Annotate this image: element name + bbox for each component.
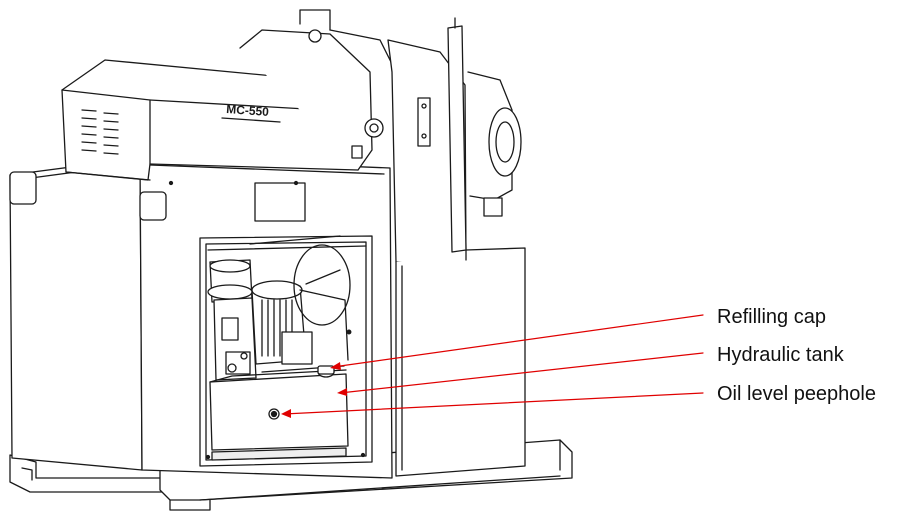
- model-plate: MC-550: [226, 102, 270, 119]
- callout-label-refilling-cap: Refilling cap: [717, 306, 826, 328]
- callout-line-hydraulic-tank: [339, 352, 704, 394]
- top-cover: MC-550: [61, 9, 396, 181]
- right-tower: [351, 17, 526, 477]
- callout-line-refilling-cap: [332, 314, 704, 368]
- callout-line-oil-level-peephole: [283, 392, 704, 415]
- internal-components: [207, 235, 367, 461]
- callout-arrow-refilling-cap: [330, 362, 341, 370]
- callout-label-oil-level-peephole: Oil level peephole: [717, 383, 876, 405]
- callout-arrow-oil-level-peephole: [281, 409, 291, 418]
- callout-lines: [281, 314, 704, 418]
- callout-arrow-hydraulic-tank: [337, 388, 347, 396]
- callout-label-hydraulic-tank: Hydraulic tank: [717, 344, 844, 366]
